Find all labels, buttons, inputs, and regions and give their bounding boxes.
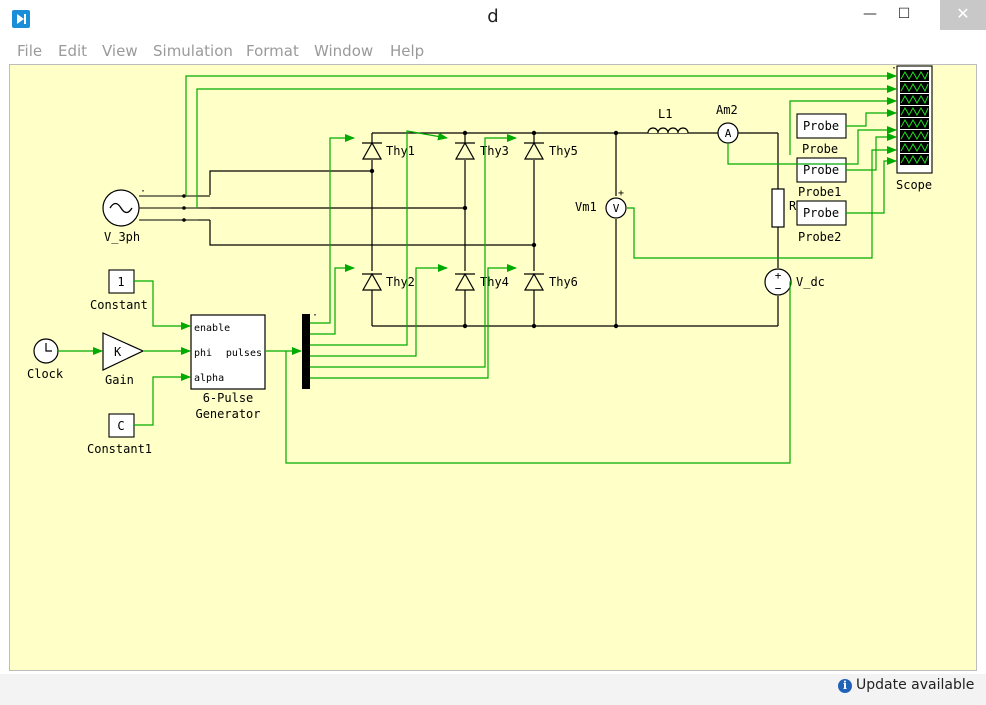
constant-block[interactable]: 1: [108, 269, 135, 294]
label-thy6: Thy6: [549, 275, 578, 289]
constant1-block[interactable]: C: [108, 413, 135, 438]
label-vm1: Vm1: [575, 200, 597, 214]
probe1-block[interactable]: Probe: [796, 157, 847, 183]
probe-value: Probe: [803, 119, 839, 133]
voltmeter-vm1[interactable]: V +: [605, 188, 627, 219]
demux-block[interactable]: [302, 314, 310, 389]
label-thy5: Thy5: [549, 144, 578, 158]
constant1-value: C: [117, 419, 124, 433]
thyristor-thy2[interactable]: [361, 272, 383, 291]
thyristor-thy5[interactable]: [523, 141, 545, 160]
voltmeter-symbol: V: [613, 202, 620, 215]
scope-block[interactable]: [896, 65, 933, 174]
menu-window[interactable]: Window: [314, 42, 374, 60]
menu-edit[interactable]: Edit: [58, 42, 88, 60]
status-bar: [0, 674, 986, 705]
label-clock: Clock: [27, 367, 64, 381]
maximize-button[interactable]: ☐: [897, 6, 911, 22]
title-bar: d — ☐ ✕: [0, 0, 986, 36]
label-thy4: Thy4: [480, 275, 509, 289]
label-generator-2: Generator: [195, 407, 260, 421]
inductor-l1[interactable]: [647, 127, 689, 134]
close-button[interactable]: ✕: [940, 0, 986, 30]
label-thy3: Thy3: [480, 144, 509, 158]
app-icon: [12, 10, 30, 28]
probe2-block[interactable]: Probe: [796, 200, 847, 226]
vdc-minus: −: [775, 282, 782, 295]
thyristor-thy3[interactable]: [454, 141, 476, 160]
label-thy1: Thy1: [386, 144, 415, 158]
label-am2: Am2: [716, 103, 738, 117]
scope-dot: ·: [891, 63, 897, 74]
menu-file[interactable]: File: [17, 42, 43, 60]
gain-value: K: [114, 345, 122, 359]
label-probe1: Probe1: [798, 185, 841, 199]
label-constant1: Constant1: [87, 442, 152, 456]
label-probe2: Probe2: [798, 230, 841, 244]
label-probe: Probe: [802, 142, 838, 156]
port-phi: phi: [194, 348, 212, 359]
menu-simulation[interactable]: Simulation: [153, 42, 233, 60]
label-vdc: V_dc: [796, 275, 825, 289]
update-available-link[interactable]: Update available: [856, 677, 975, 693]
dc-source-vdc[interactable]: + −: [764, 268, 792, 296]
wire-nodes: [369, 130, 619, 329]
label-thy2: Thy2: [386, 275, 415, 289]
minimize-button[interactable]: —: [863, 6, 877, 22]
label-scope: Scope: [896, 178, 932, 192]
vdc-plus: +: [775, 269, 782, 282]
source-dot: ·: [140, 186, 146, 197]
thyristor-thy1[interactable]: [361, 141, 383, 160]
label-generator-1: 6-Pulse: [203, 391, 254, 405]
menu-view[interactable]: View: [102, 42, 138, 60]
label-v3ph: V_3ph: [104, 230, 140, 244]
thyristor-thy6[interactable]: [523, 272, 545, 291]
label-gain: Gain: [105, 373, 134, 387]
resistor-r1[interactable]: [771, 188, 785, 228]
probe2-value: Probe: [803, 206, 839, 220]
port-alpha: alpha: [194, 373, 224, 384]
three-phase-source[interactable]: ·: [102, 186, 210, 227]
signal-wiring: [58, 72, 897, 464]
ammeter-symbol: A: [725, 127, 732, 140]
probe-block[interactable]: Probe: [796, 113, 847, 139]
port-enable: enable: [194, 323, 230, 334]
menu-bar: File Edit View Simulation Format Window …: [0, 38, 986, 64]
probe1-value: Probe: [803, 163, 839, 177]
window-title: d: [487, 6, 499, 27]
info-icon[interactable]: i: [838, 679, 852, 693]
demux-dot: ·: [312, 310, 318, 321]
ammeter-am2[interactable]: A: [717, 122, 739, 144]
thyristor-thy4[interactable]: [454, 272, 476, 291]
label-constant: Constant: [90, 298, 148, 312]
gain-block[interactable]: K: [102, 332, 145, 371]
menu-help[interactable]: Help: [390, 42, 425, 60]
power-wiring: [209, 132, 779, 327]
label-l1: L1: [658, 107, 672, 121]
port-pulses: pulses: [226, 348, 262, 359]
clock-icon[interactable]: [33, 338, 59, 364]
voltmeter-plus: +: [618, 188, 624, 199]
pulse-generator-block[interactable]: enable phi alpha pulses: [190, 314, 266, 390]
constant-value: 1: [117, 275, 124, 289]
menu-format[interactable]: Format: [246, 42, 299, 60]
